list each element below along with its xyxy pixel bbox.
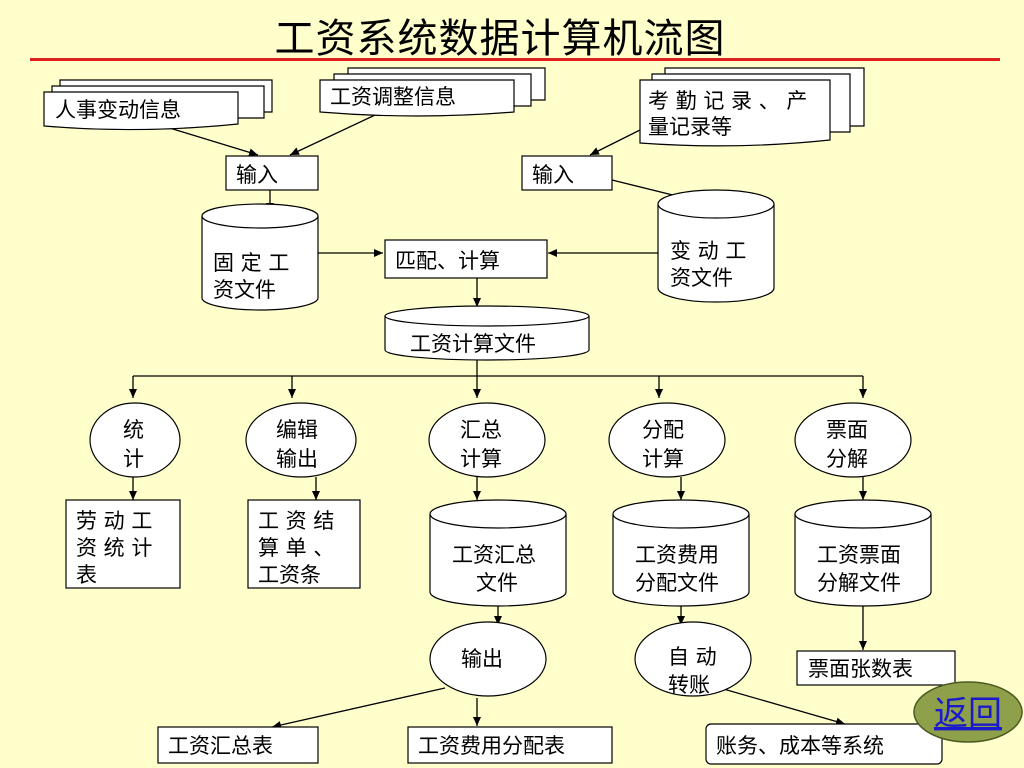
arrow-adjust-to-input xyxy=(289,107,391,156)
slip-line3: 工资条 xyxy=(258,563,321,587)
file-calc xyxy=(384,305,590,361)
labor-line1: 劳 动 工 xyxy=(76,509,152,533)
doc-personnel-change xyxy=(43,79,273,131)
ticket-line1: 票面 xyxy=(826,418,868,442)
doc-adjust-label: 工资调整信息 xyxy=(330,85,456,109)
sum-line2: 计算 xyxy=(460,447,502,471)
alloc-line2: 计算 xyxy=(642,447,684,471)
output-salary-slip xyxy=(247,499,361,589)
arrow-output-to-summary xyxy=(271,687,446,729)
summary-table-label: 工资汇总表 xyxy=(168,734,273,758)
slip-line1: 工 资 结 xyxy=(258,509,334,533)
labor-line3: 表 xyxy=(76,563,97,587)
arrow-auto-to-accounting xyxy=(719,687,846,726)
input-right-label: 输入 xyxy=(532,163,574,187)
doc-salary-adjust xyxy=(319,67,546,117)
doc-attendance-line2: 量记录等 xyxy=(648,115,732,139)
ticket-file-line1: 工资票面 xyxy=(817,543,901,567)
summary-file-line2: 文件 xyxy=(476,571,518,595)
match-calc-label: 匹配、计算 xyxy=(395,249,500,273)
variable-file-line2: 资文件 xyxy=(670,266,733,290)
page-title: 工资系统数据计算机流图 xyxy=(274,16,726,62)
file-variable xyxy=(657,189,775,303)
output-ticket-count xyxy=(796,650,956,686)
process-input-right xyxy=(521,155,613,191)
process-input-left xyxy=(225,155,319,191)
slip-line2: 算 单 、 xyxy=(258,536,334,560)
doc-personnel-label: 人事变动信息 xyxy=(55,98,181,122)
accounting-label: 账务、成本等系统 xyxy=(716,734,884,758)
doc-attendance xyxy=(639,67,865,147)
variable-file-line1: 变 动 工 xyxy=(670,239,746,263)
calc-file-label: 工资计算文件 xyxy=(410,332,536,356)
alloc-line1: 分配 xyxy=(642,418,684,442)
input-left-label: 输入 xyxy=(236,163,278,187)
process-ticket-split xyxy=(794,402,912,478)
title-underline xyxy=(30,58,1000,61)
return-label[interactable]: 返回 xyxy=(934,694,1002,734)
alloc-file-line2: 分配文件 xyxy=(635,571,719,595)
output-accounting-system xyxy=(705,723,943,765)
process-stat xyxy=(89,402,181,478)
file-fixed xyxy=(201,203,319,311)
stat-line1: 统 xyxy=(123,418,144,442)
process-summary-calc xyxy=(428,402,546,478)
ticket-file-line2: 分解文件 xyxy=(817,571,901,595)
sum-line1: 汇总 xyxy=(460,418,502,442)
auto-line2: 转账 xyxy=(668,673,710,697)
file-alloc xyxy=(612,499,750,607)
auto-line1: 自 动 xyxy=(668,645,717,669)
fixed-file-line2: 资文件 xyxy=(213,278,276,302)
output-label: 输出 xyxy=(461,647,503,671)
summary-file-line1: 工资汇总 xyxy=(452,543,536,567)
return-button[interactable]: 返回 xyxy=(913,681,1023,743)
file-summary xyxy=(429,499,567,607)
output-labor-stats xyxy=(65,499,181,589)
process-match-calc xyxy=(384,239,548,279)
arrow-attendance-to-input xyxy=(589,129,641,156)
process-alloc-calc xyxy=(608,402,726,478)
stat-line2: 计 xyxy=(123,447,144,471)
process-output xyxy=(429,621,547,697)
fixed-file-line1: 固 定 工 xyxy=(213,251,289,275)
doc-attendance-line1: 考 勤 记 录 、 产 xyxy=(648,89,807,113)
process-auto-transfer xyxy=(634,621,752,697)
process-edit-output xyxy=(245,402,357,478)
output-summary-table xyxy=(157,726,319,764)
labor-line2: 资 统 计 xyxy=(76,536,152,560)
output-alloc-table xyxy=(407,726,613,764)
alloc-table-label: 工资费用分配表 xyxy=(418,734,565,758)
alloc-file-line1: 工资费用 xyxy=(635,543,719,567)
edit-line1: 编辑 xyxy=(276,418,318,442)
ticket-line2: 分解 xyxy=(826,447,868,471)
file-ticket xyxy=(794,499,932,607)
edit-line2: 输出 xyxy=(276,447,318,471)
ticket-count-label: 票面张数表 xyxy=(808,657,913,681)
